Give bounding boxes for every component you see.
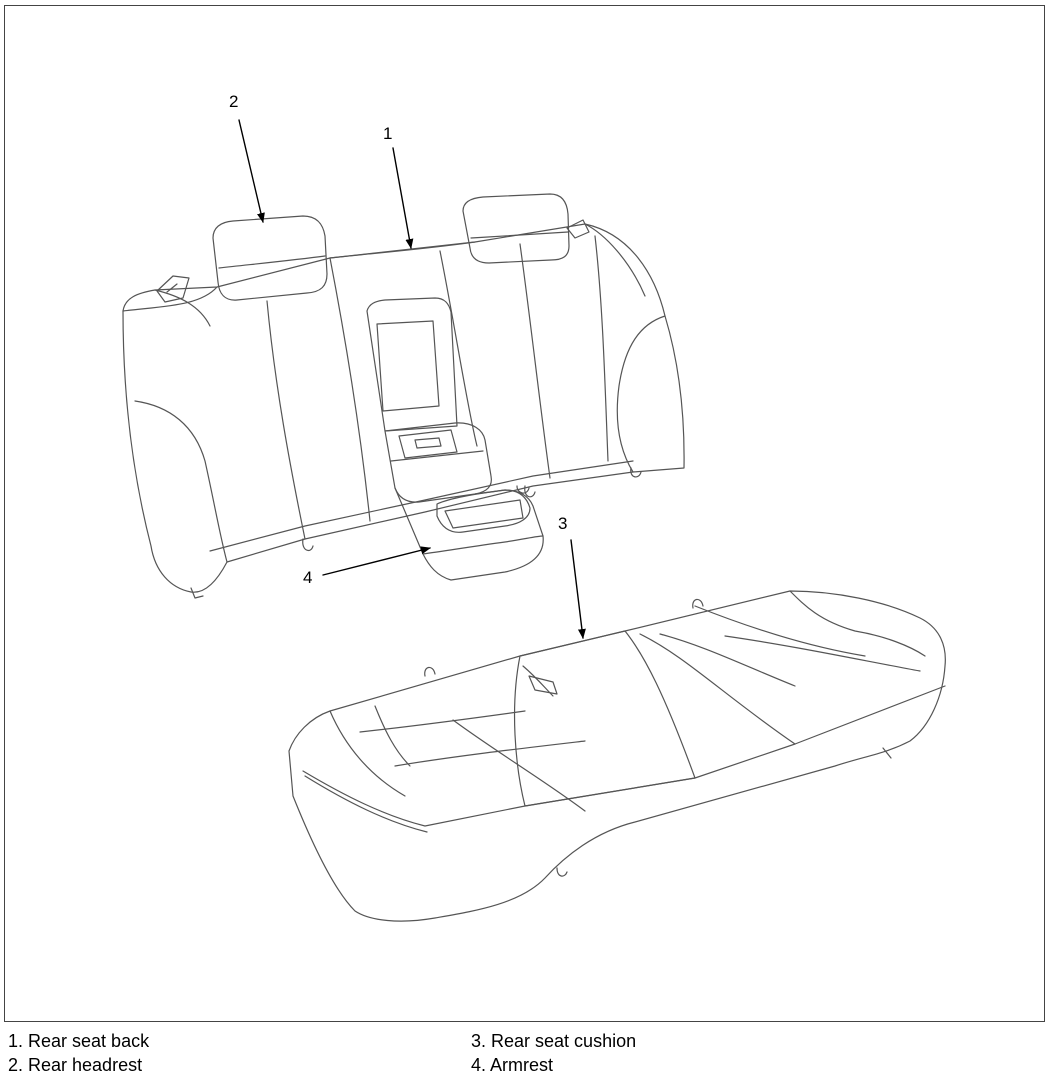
rear-seat-back: [122, 219, 685, 599]
callout-2-label: 2: [229, 92, 238, 111]
diagram-frame: 1 2 3 4: [4, 5, 1045, 1022]
legend-item-rear-seat-back: 1. Rear seat back: [8, 1031, 150, 1051]
legend-item-armrest: 4. Armrest: [471, 1055, 554, 1075]
callout-3: 3: [558, 514, 586, 639]
callout-2: 2: [229, 92, 265, 223]
callout-4-label: 4: [303, 568, 312, 587]
callout-4: 4: [303, 546, 431, 587]
rear-seat-cushion: [288, 590, 946, 922]
rear-headrest-left: [212, 215, 328, 301]
parts-legend: 1. Rear seat back 2. Rear headrest 3. Re…: [8, 1030, 1042, 1087]
legend-item-rear-seat-cushion: 3. Rear seat cushion: [471, 1031, 637, 1051]
callout-1-label: 1: [383, 124, 392, 143]
rear-headrest-right: [462, 193, 570, 264]
rear-seat-drawing: 1 2 3 4: [122, 92, 946, 922]
callout-1: 1: [383, 124, 414, 249]
callout-3-label: 3: [558, 514, 567, 533]
legend-item-rear-headrest: 2. Rear headrest: [8, 1055, 143, 1075]
armrest: [366, 297, 544, 581]
